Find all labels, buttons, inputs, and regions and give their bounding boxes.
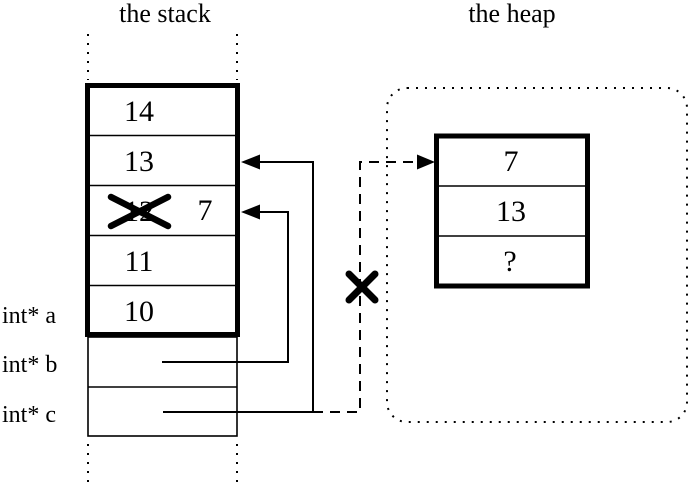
heap-cell-value: 13 (496, 195, 526, 228)
pointer-b-line (162, 211, 289, 363)
stack-cell-value: 13 (124, 145, 154, 178)
pointer-b (162, 204, 289, 363)
stack-frame-group: 14 13 12 7 11 10 (85, 83, 240, 337)
pointer-b-arrowhead (241, 204, 260, 220)
variable-label-a: int* a (2, 303, 56, 329)
heap-region-dotted-outline (386, 87, 688, 423)
value-cross-mark (107, 193, 172, 230)
stack-cell-value: 11 (125, 245, 154, 278)
pointer-c-line (163, 161, 314, 413)
stack-frame (85, 83, 240, 337)
dangling-pointer-arrowhead (417, 154, 435, 170)
heap-cell-value: 7 (504, 145, 519, 178)
stack-cell-replacement-value: 7 (198, 194, 213, 227)
dangling-pointer-cross-mark (345, 270, 379, 304)
dangling-pointer (313, 154, 435, 413)
stack-cell-value: 10 (124, 295, 154, 328)
heap-object-frame (434, 133, 590, 289)
variable-label-b: int* b (2, 352, 57, 378)
stack-cell-value: 14 (124, 95, 154, 128)
stack-title: the stack (119, 0, 211, 28)
heap-object-group: 7 13 ? (434, 133, 590, 289)
heap-cell-value: ? (503, 245, 516, 278)
pointer-c (163, 154, 314, 413)
pointer-c-arrowhead (241, 154, 260, 170)
heap-title: the heap (468, 0, 555, 28)
stack-variable-cells (87, 336, 238, 437)
variable-label-c: int* c (2, 402, 56, 428)
